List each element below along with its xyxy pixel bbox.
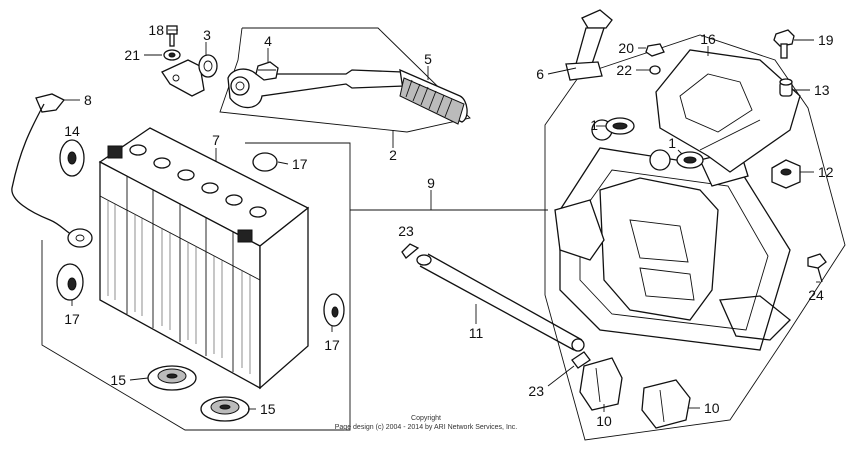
callout-15b: 15 — [260, 401, 276, 417]
callout-10a: 10 — [596, 413, 612, 429]
battery-terminal-positive — [237, 229, 253, 243]
callout-1b: 1 — [668, 135, 676, 151]
cushion-15-upper — [147, 365, 197, 391]
callout-7: 7 — [212, 132, 220, 148]
cushion-14 — [59, 139, 85, 177]
cover-16 — [655, 49, 801, 173]
copyright-line-1: Copyright — [411, 415, 441, 422]
callout-19: 19 — [818, 32, 834, 48]
grommet-1-left — [605, 117, 635, 135]
battery-terminal-negative — [107, 145, 123, 159]
battery-7 — [98, 127, 310, 390]
callout-12: 12 — [818, 164, 834, 180]
battery-caps — [129, 144, 267, 218]
cushion-17-left — [56, 263, 84, 301]
callout-23a: 23 — [398, 223, 414, 239]
damper-10-right — [641, 379, 691, 429]
nut-12 — [771, 159, 801, 189]
kick-lever-boss — [230, 76, 250, 96]
callout-5: 5 — [424, 51, 432, 67]
callout-1a: 1 — [590, 117, 598, 133]
nut-20 — [645, 43, 665, 57]
callout-9: 9 — [427, 175, 435, 191]
bolt-24 — [807, 253, 827, 283]
callout-17a: 17 — [292, 156, 308, 172]
callout-6: 6 — [536, 66, 544, 82]
callout-11: 11 — [469, 325, 484, 341]
damper-10-left — [579, 357, 623, 411]
cushion-17-right — [323, 293, 345, 327]
group-outlines — [41, 27, 846, 441]
callout-leaders — [64, 29, 820, 412]
kick-lever-arm — [227, 68, 405, 109]
bolt-18 — [166, 25, 178, 47]
battery-holder-9 — [554, 119, 791, 351]
ground-cable-8 — [11, 93, 93, 248]
callout-20: 20 — [618, 40, 634, 56]
callout-15a: 15 — [110, 372, 126, 388]
callout-16: 16 — [700, 31, 716, 47]
bolt-19 — [773, 29, 795, 59]
copyright-notice: Copyright Page design (c) 2004 - 2014 by… — [335, 415, 518, 431]
kick-pedal-rubber — [399, 77, 465, 125]
rod-11 — [416, 253, 585, 352]
pin-23-upper — [401, 243, 420, 259]
callout-10b: 10 — [704, 400, 720, 416]
callout-14: 14 — [64, 123, 80, 139]
callout-13: 13 — [814, 82, 830, 98]
callout-18: 18 — [148, 22, 164, 38]
battery-group-outline — [41, 142, 351, 431]
washer-21 — [163, 49, 181, 61]
clamp-3 — [161, 54, 218, 97]
callout-2: 2 — [389, 147, 397, 163]
callout-4: 4 — [264, 33, 272, 49]
pin-23-lower — [571, 351, 591, 369]
bolt-4 — [255, 61, 279, 81]
bracket-group-outline — [544, 34, 846, 441]
callout-17b: 17 — [64, 311, 80, 327]
strap-6 — [565, 9, 613, 81]
collar-13 — [779, 78, 793, 97]
kick-lever-bore — [235, 81, 245, 91]
copyright-line-2: Page design (c) 2004 - 2014 by ARI Netwo… — [335, 424, 518, 431]
callout-23b: 23 — [528, 383, 544, 399]
callout-8: 8 — [84, 92, 92, 108]
kick-lever-group-outline — [219, 27, 471, 133]
callout-24: 24 — [808, 287, 824, 303]
grommet-1-right — [676, 151, 704, 169]
callout-3: 3 — [203, 27, 211, 43]
cushion-15-lower — [200, 396, 250, 422]
callout-21: 21 — [124, 47, 140, 63]
callout-17c: 17 — [324, 337, 340, 353]
washer-22 — [649, 65, 661, 75]
callout-labels: 1 1 2 3 4 5 6 7 8 9 10 10 11 12 13 14 15… — [64, 22, 834, 429]
cushion-17-top — [252, 152, 278, 172]
kick-starter-lever — [161, 25, 468, 125]
callout-22: 22 — [616, 62, 632, 78]
